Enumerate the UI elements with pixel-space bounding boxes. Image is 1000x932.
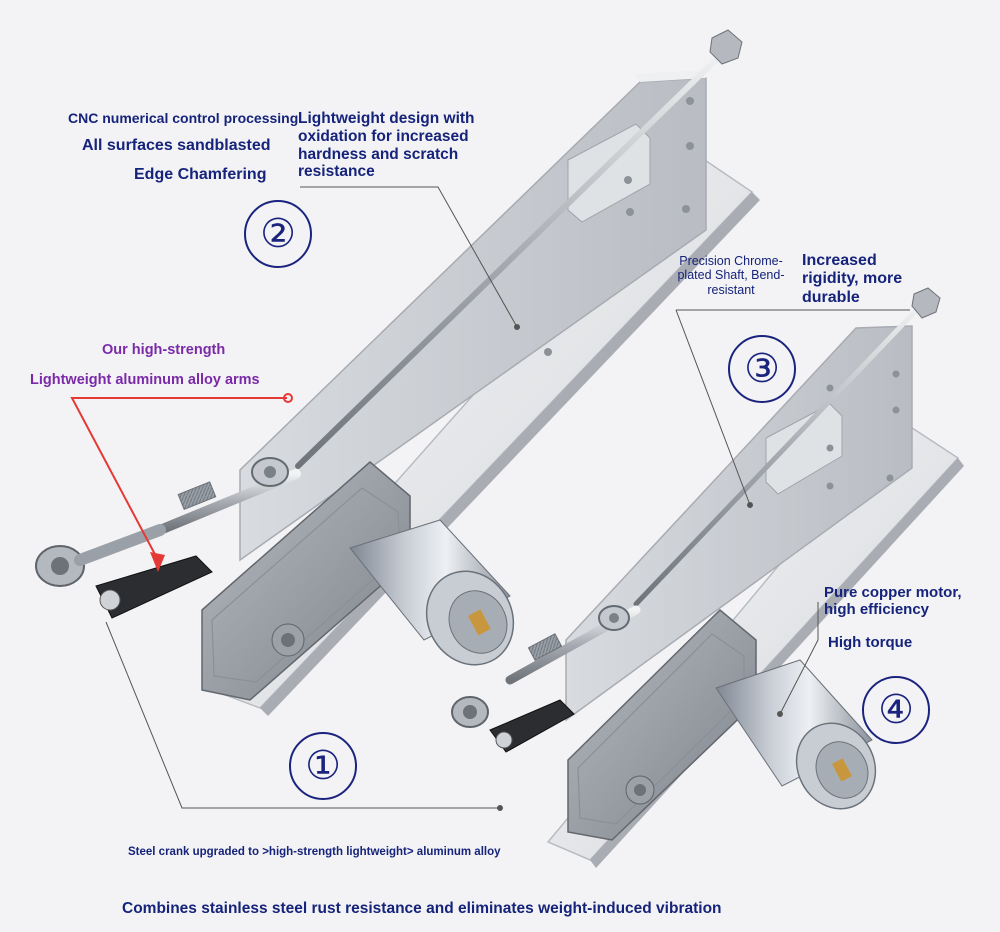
label-sandblasted: All surfaces sandblasted (82, 137, 271, 154)
label-lightweight-design: Lightweight design with oxidation for in… (298, 110, 475, 181)
label-copper-motor: Pure copper motor, high efficiency (824, 584, 962, 619)
label-combines: Combines stainless steel rust resistance… (122, 900, 722, 917)
callout-number-one: ① (289, 732, 357, 800)
callout-number-three: ③ (728, 335, 796, 403)
left-linkage (35, 457, 301, 619)
left-top-nut (709, 29, 743, 65)
leader-lines (105, 186, 910, 811)
label-edge-chamfering: Edge Chamfering (134, 166, 267, 183)
label-high-strength: Our high-strength (102, 342, 226, 358)
right-linkage (451, 605, 641, 753)
callout-number-two: ② (244, 200, 312, 268)
right-mounting-holes (826, 370, 900, 490)
leader-two (300, 186, 518, 328)
label-rigidity: Increased rigidity, more durable (802, 252, 903, 306)
callout-number-four: ④ (862, 676, 930, 744)
label-steel-crank: Steel crank upgraded to >high-strength l… (128, 846, 501, 858)
label-cnc-processing: CNC numerical control processing (68, 110, 299, 126)
left-slider-block (567, 123, 651, 223)
left-shaft (295, 45, 731, 469)
label-precision-shaft: Precision Chrome-plated Shaft, Bend-resi… (677, 254, 785, 297)
aluminum-arm-pointer (70, 393, 293, 572)
left-motor (349, 519, 515, 666)
left-mounting-holes (544, 97, 694, 356)
label-high-torque: High torque (828, 634, 913, 651)
left-actuator (35, 29, 760, 716)
leader-four (779, 602, 819, 715)
leader-one (105, 621, 500, 809)
label-aluminum-arms: Lightweight aluminum alloy arms (30, 372, 260, 388)
right-top-nut (911, 287, 941, 319)
leader-three-diag (675, 309, 751, 506)
right-shaft (633, 297, 929, 607)
right-motor (715, 659, 877, 810)
right-actuator (451, 287, 964, 868)
